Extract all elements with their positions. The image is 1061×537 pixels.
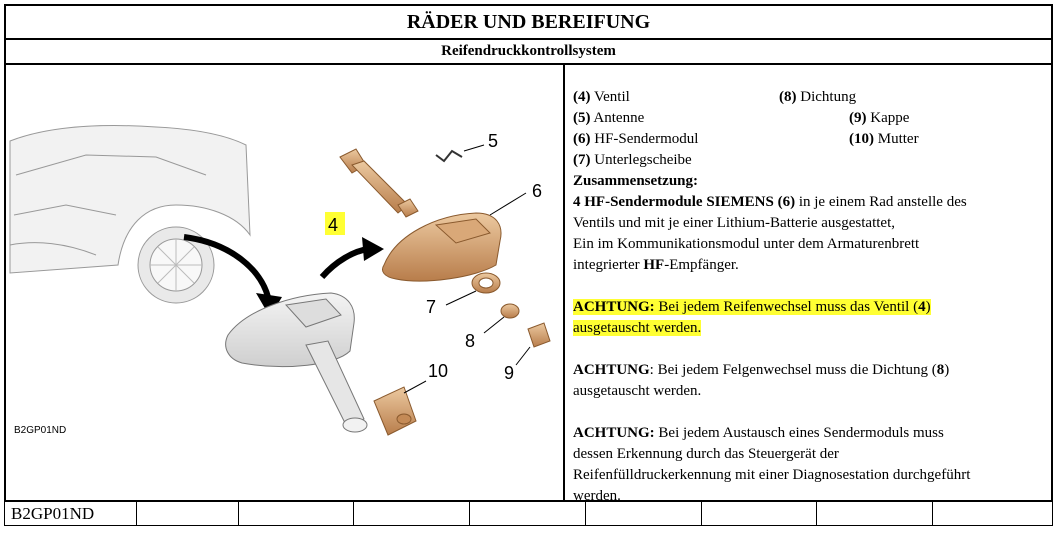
part-item: (6) HF-Sendermodul — [573, 131, 699, 147]
footer-row: B2GP01ND — [4, 502, 1053, 526]
part-item: (9) Kappe — [849, 110, 910, 126]
cap-part — [515, 322, 551, 366]
composition-heading: Zusammensetzung: — [573, 173, 699, 189]
part-item: (5) Antenne — [573, 110, 645, 126]
warning-valve: ACHTUNG: Bei jedem Reifenwechsel muss da… — [573, 299, 931, 336]
seal-part — [483, 303, 520, 334]
footer-cell — [586, 502, 702, 525]
warning-sender: ACHTUNG: Bei jedem Austausch eines Sende… — [573, 425, 971, 504]
composition-line: 4 HF-Sendermodule SIEMENS (6) in je eine… — [573, 194, 967, 210]
section-subtitle: Reifendruckkontrollsystem — [6, 40, 1051, 65]
document-frame: RÄDER UND BEREIFUNG Reifendruckkontrolls… — [4, 4, 1053, 504]
mounted-sensor-illustration — [225, 292, 368, 433]
callout-10: 10 — [428, 361, 448, 381]
washer-part — [445, 272, 501, 306]
figure-code: B2GP01ND — [14, 425, 67, 436]
callout-4: 4 — [328, 215, 338, 235]
tpms-exploded-diagram: 4 5 6 7 8 9 10 — [9, 125, 551, 436]
callout-highlight — [325, 212, 345, 235]
content-area: 4 5 6 7 8 9 10 B2GP01ND (4) Ventil (8) D… — [6, 65, 1051, 504]
parts-list: (4) Ventil (8) Dichtung (5) Antenne (9) … — [573, 87, 1051, 171]
car-front-illustration — [9, 125, 251, 304]
footer-cell — [817, 502, 934, 525]
arrow-icon — [183, 234, 282, 317]
nut-part — [373, 380, 427, 436]
page-title: RÄDER UND BEREIFUNG — [6, 6, 1051, 40]
footer-code: B2GP01ND — [5, 502, 137, 525]
figure-pane: 4 5 6 7 8 9 10 B2GP01ND — [6, 65, 565, 500]
footer-cell — [137, 502, 239, 525]
callout-5: 5 — [488, 131, 498, 151]
footer-cell — [239, 502, 355, 525]
valve-part — [339, 148, 419, 218]
warning-seal: ACHTUNG: Bei jedem Felgenwechsel muss di… — [573, 362, 950, 399]
composition-line: Ventils und mit je einer Lithium-Batteri… — [573, 215, 896, 231]
antenna-part — [435, 144, 485, 163]
sender-module-part — [382, 192, 527, 282]
callout-7: 7 — [426, 297, 436, 317]
composition-line: Ein im Kommunikationsmodul unter dem Arm… — [573, 236, 920, 252]
callout-9: 9 — [504, 363, 514, 383]
callout-6: 6 — [532, 181, 542, 201]
footer-cell — [702, 502, 818, 525]
arrow-icon — [319, 237, 384, 280]
footer-cell — [354, 502, 471, 525]
part-item: (8) Dichtung — [779, 89, 857, 105]
callout-8: 8 — [465, 331, 475, 351]
part-item: (4) Ventil — [573, 89, 630, 105]
footer-cell — [933, 502, 1052, 525]
part-item: (10) Mutter — [849, 131, 919, 147]
description-pane: (4) Ventil (8) Dichtung (5) Antenne (9) … — [565, 65, 1051, 504]
part-item: (7) Unterlegscheibe — [573, 152, 692, 168]
footer-cell — [470, 502, 586, 525]
composition-line: integrierter HF-Empfänger. — [573, 257, 739, 273]
